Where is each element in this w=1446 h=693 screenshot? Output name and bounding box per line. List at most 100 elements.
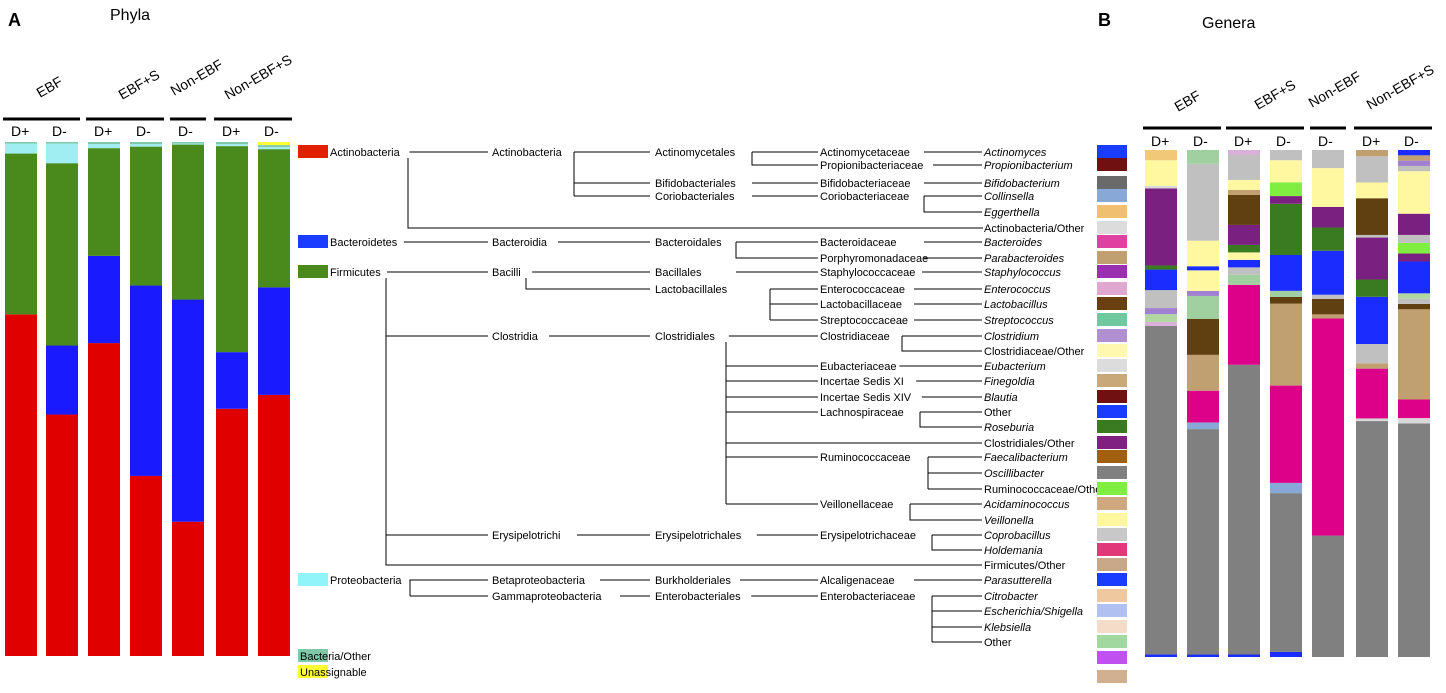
- genus-label-roseburia: Roseburia: [984, 422, 1034, 434]
- genera-bar-non-ebf-d-segment-8: [1312, 168, 1344, 207]
- label-bg: [983, 236, 1047, 248]
- phyla-bar-non-ebf-d-firmicutes: [172, 144, 204, 300]
- phyla-bar-non-ebf-s-d-firmicutes: [258, 149, 290, 288]
- phyla-bar-non-ebf-s-d-firmicutes: [216, 146, 248, 353]
- genera-bar-non-ebf-d-segment-9: [1312, 150, 1344, 169]
- phyla-bar-ebf-d-firmicutes: [46, 163, 78, 346]
- genera-bar-ebf-d-segment-6: [1145, 269, 1177, 291]
- genera-bar-ebf-d-segment-8: [1145, 188, 1177, 266]
- genus-label-bacteroides: Bacteroides: [984, 237, 1043, 249]
- label-bg: [654, 529, 757, 541]
- extra-swatch: [1097, 670, 1127, 683]
- label-bg: [983, 298, 1058, 310]
- genus-swatch-faecalibacterium: [1097, 450, 1127, 463]
- label-bg: [819, 529, 928, 541]
- phyla-bar-ebf-s-d-actinobacteria: [88, 343, 120, 656]
- phyla-condition-label: D-: [264, 123, 279, 139]
- genera-bar-non-ebf-s-d-segment-16: [1398, 150, 1430, 156]
- label-bg: [983, 314, 1058, 326]
- genus-swatch-ruminococcaceae-other: [1097, 482, 1127, 495]
- label-bg: [983, 421, 1036, 433]
- genera-bar-ebf-d-segment-12: [1187, 150, 1219, 164]
- family-label-lactobacillaceae: Lactobacillaceae: [820, 299, 902, 311]
- family-label-alcaligenaceae: Alcaligenaceae: [820, 575, 895, 587]
- genus-swatch-blautia: [1097, 390, 1127, 403]
- genus-swatch-propionibacterium: [1097, 158, 1127, 171]
- family-label-clostridiaceae: Clostridiaceae: [820, 331, 890, 343]
- genera-bar-non-ebf-d-segment-3: [1312, 298, 1344, 315]
- phyla-bar-non-ebf-s-d-actinobacteria: [258, 394, 290, 656]
- family-label-bacteroidaceae: Bacteroidaceae: [820, 237, 896, 249]
- family-label-incertae-sedis-xiv: Incertae Sedis XIV: [820, 392, 912, 404]
- genera-group-label-non-ebf-s: Non-EBF+S: [1364, 61, 1437, 112]
- phyla-bar-ebf-d-proteobacteria: [5, 143, 37, 154]
- genera-bar-ebf-s-d-segment-5: [1270, 296, 1302, 304]
- genera-bar-ebf-s-d-segment-0: [1270, 651, 1302, 657]
- label-bg: [983, 621, 1041, 633]
- genera-bar-non-ebf-d-segment-6: [1312, 227, 1344, 251]
- genera-bar-ebf-s-d-segment-1: [1228, 364, 1260, 655]
- family-label-enterococcaceae: Enterococcaceae: [820, 284, 905, 296]
- order-label-bacillales: Bacillales: [655, 267, 702, 279]
- genus-label-streptococcus: Streptococcus: [984, 315, 1054, 327]
- genera-bar-ebf-s-d-segment-7: [1228, 244, 1260, 253]
- genera-bar-non-ebf-s-d-segment-15: [1398, 155, 1430, 161]
- genera-bar-ebf-d-segment-7: [1145, 265, 1177, 270]
- genus-swatch-coprobacillus: [1097, 528, 1127, 541]
- phyla-condition-label: D-: [178, 123, 193, 139]
- genera-bar-non-ebf-s-d-segment-9: [1356, 198, 1388, 235]
- phyla-bar-non-ebf-s-d-unassignable: [258, 142, 290, 146]
- phyla-bar-non-ebf-s-d-bacteria-other: [216, 142, 248, 145]
- genera-condition-label: D+: [1362, 133, 1380, 149]
- family-label-propionibacteriaceae: Propionibacteriaceae: [820, 160, 923, 172]
- genera-bar-ebf-d-segment-6: [1187, 295, 1219, 319]
- genera-bar-non-ebf-s-d-segment-4: [1398, 303, 1430, 310]
- genera-bar-ebf-d-segment-11: [1187, 163, 1219, 241]
- phylum-swatch-proteobacteria: [298, 573, 328, 586]
- label-bg: [983, 574, 1064, 586]
- genus-label-clostridiales-other: Clostridiales/Other: [984, 438, 1075, 450]
- label-bg: [983, 190, 1047, 202]
- phyla-bar-ebf-s-d-bacteria-other: [130, 142, 162, 145]
- phylum-swatch-unassignable: [298, 665, 328, 678]
- genera-bar-ebf-d-segment-7: [1187, 290, 1219, 296]
- genus-swatch-veillonella: [1097, 513, 1127, 526]
- genus-swatch-streptococcus: [1097, 313, 1127, 326]
- phylum-label-firmicutes: Firmicutes: [330, 267, 381, 279]
- genus-swatch-staphylococcus: [1097, 265, 1127, 278]
- genus-swatch-actinobacteria-other: [1097, 221, 1127, 234]
- family-label-coriobacteriaceae: Coriobacteriaceae: [820, 191, 909, 203]
- extra-swatch: [1097, 651, 1127, 664]
- label-bg: [819, 360, 900, 372]
- genera-bar-ebf-s-d-segment-2: [1270, 482, 1302, 494]
- genera-bar-ebf-d-segment-2: [1187, 422, 1219, 430]
- genera-bar-ebf-d-segment-5: [1187, 319, 1219, 355]
- genus-label-actinomyces: Actinomyces: [983, 147, 1047, 159]
- genera-bar-ebf-d-segment-4: [1145, 308, 1177, 315]
- genus-label-propionibacterium: Propionibacterium: [984, 160, 1073, 172]
- genera-bar-ebf-d-segment-9: [1145, 185, 1177, 189]
- genus-swatch-klebsiella: [1097, 620, 1127, 633]
- phyla-condition-label: D-: [136, 123, 151, 139]
- label-bg: [819, 190, 917, 202]
- phylum-label-actinobacteria: Actinobacteria: [330, 147, 401, 159]
- label-bg: [819, 406, 905, 418]
- genera-bar-ebf-s-d-segment-11: [1228, 179, 1260, 190]
- genus-label-other: Other: [984, 407, 1012, 419]
- phyla-bar-ebf-s-d-firmicutes: [130, 146, 162, 286]
- phylum-swatch-firmicutes: [298, 265, 328, 278]
- genera-bar-non-ebf-d-segment-2: [1312, 314, 1344, 319]
- phyla-condition-label: D+: [11, 123, 29, 139]
- genus-label-parabacteroides: Parabacteroides: [984, 253, 1065, 265]
- phyla-bar-non-ebf-s-d-proteobacteria: [258, 147, 290, 150]
- class-label-erysipelotrichi: Erysipelotrichi: [492, 530, 560, 542]
- order-label-coriobacteriales: Coriobacteriales: [655, 191, 735, 203]
- genus-label-ruminococcaceae-other: Ruminococcaceae/Other: [984, 484, 1105, 496]
- genera-bar-ebf-d-segment-2: [1145, 321, 1177, 327]
- label-bg: [983, 406, 1013, 418]
- phyla-group-label-non-ebf: Non-EBF: [168, 56, 226, 99]
- genus-swatch-roseburia: [1097, 420, 1127, 433]
- genera-bar-non-ebf-d-segment-1: [1312, 318, 1344, 536]
- genera-bar-ebf-d-segment-0: [1145, 654, 1177, 657]
